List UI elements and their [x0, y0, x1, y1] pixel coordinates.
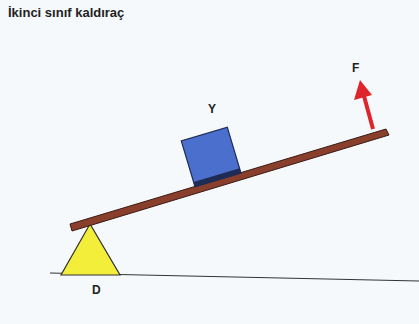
fulcrum-triangle [61, 224, 120, 275]
part-label: D [92, 283, 101, 297]
force-arrow [354, 80, 373, 129]
part-label: F [352, 61, 359, 75]
part-label: Y [208, 102, 216, 116]
diagram-title: İkinci sınıf kaldıraç [8, 5, 124, 20]
load-box [181, 127, 241, 187]
